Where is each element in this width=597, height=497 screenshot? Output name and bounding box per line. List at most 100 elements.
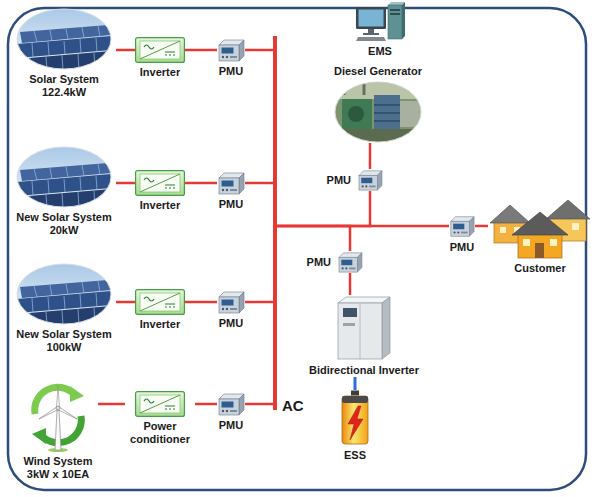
- customer-houses: Customer: [488, 197, 592, 275]
- node-label: Power conditioner: [125, 420, 195, 446]
- customer-houses-icon: [488, 197, 592, 259]
- power-line: [354, 377, 357, 390]
- pmu-device: PMU: [217, 38, 245, 78]
- ess-battery: ESS: [340, 390, 370, 462]
- node-label: PMU: [219, 419, 243, 432]
- system-outline: [8, 8, 586, 490]
- node-label: New Solar System 20kW: [12, 211, 116, 237]
- pmu-device: PMU: [217, 290, 245, 330]
- ems-computer-icon: [354, 2, 406, 42]
- solar-array-picture: [16, 8, 112, 70]
- ess-battery-picture: [340, 390, 370, 446]
- node-label: New Solar System 100kW: [12, 328, 116, 354]
- power-line: [245, 49, 273, 52]
- ems-computer: EMS: [354, 2, 406, 58]
- node-label: PMU: [219, 65, 243, 78]
- pmu-device: PMU: [449, 214, 475, 254]
- pmu-device-icon: [217, 38, 245, 62]
- ems-computer-picture: [354, 2, 406, 42]
- power-line: [277, 226, 350, 251]
- power-line: [475, 225, 488, 228]
- wind-turbine: Wind System 3kW x 10EA: [18, 380, 98, 481]
- node-label: PMU: [327, 174, 351, 187]
- pmu-device-icon: [357, 169, 383, 191]
- node-label: PMU: [219, 317, 243, 330]
- power-line: [98, 403, 125, 406]
- inverter-unit-picture: [135, 37, 185, 63]
- pmu-device-icon: [217, 171, 245, 195]
- node-label: Customer: [514, 262, 565, 275]
- pmu-device-picture: [217, 290, 245, 314]
- wind-turbine-picture: [28, 380, 88, 452]
- power-line: [277, 225, 449, 228]
- inverter-unit-icon: [135, 37, 185, 63]
- power-line: [185, 301, 217, 304]
- node-label: AC: [282, 399, 304, 412]
- node-label: ESS: [344, 449, 366, 462]
- power-conditioner: Power conditioner: [125, 391, 195, 446]
- power-line: [369, 143, 372, 169]
- diesel-generator: Diesel Generator: [334, 65, 422, 143]
- pmu-device-picture: [357, 169, 383, 191]
- inverter-unit: Inverter: [135, 37, 185, 79]
- power-line: [195, 403, 217, 406]
- node-label: Solar System 122.4kW: [12, 73, 116, 99]
- pmu-device: PMU: [327, 169, 383, 191]
- pmu-device-icon: [337, 251, 363, 273]
- wind-turbine-icon: [28, 380, 88, 452]
- bidirectional-inverter-picture: [336, 295, 392, 361]
- power-line: [185, 182, 217, 185]
- solar-array-icon: [16, 263, 112, 325]
- pmu-device-icon: [449, 214, 475, 238]
- pmu-device-picture: [217, 38, 245, 62]
- ac-bus: AC: [273, 36, 277, 410]
- solar-array: New Solar System 20kW: [12, 146, 116, 237]
- inverter-unit-picture: [135, 170, 185, 196]
- power-line: [277, 191, 370, 226]
- inverter-unit: Inverter: [135, 170, 185, 212]
- pmu-device-picture: [449, 214, 475, 238]
- diesel-generator-picture: [334, 81, 422, 143]
- pmu-device-icon: [217, 392, 245, 416]
- power-line: [185, 49, 217, 52]
- solar-array-icon: [16, 146, 112, 208]
- node-label: Inverter: [140, 199, 180, 212]
- bidirectional-inverter: Bidirectional Inverter: [309, 295, 419, 377]
- pmu-device-icon: [217, 290, 245, 314]
- power-line: [245, 301, 273, 304]
- node-label: PMU: [450, 241, 474, 254]
- node-label: PMU: [307, 256, 331, 269]
- power-line: [116, 49, 135, 52]
- inverter-unit-icon: [135, 170, 185, 196]
- power-line: [349, 273, 352, 295]
- solar-array: Solar System 122.4kW: [12, 8, 116, 99]
- node-label: Bidirectional Inverter: [309, 364, 419, 377]
- power-line: [116, 182, 135, 185]
- power-line: [245, 182, 273, 185]
- power-line: [245, 403, 273, 406]
- bidirectional-inverter-icon: [336, 295, 392, 361]
- pmu-device-picture: [337, 251, 363, 273]
- inverter-unit-picture: [135, 289, 185, 315]
- power-conditioner-picture: [135, 391, 185, 417]
- customer-houses-picture: [488, 197, 592, 259]
- node-label: Inverter: [140, 66, 180, 79]
- ess-battery-icon: [340, 390, 370, 446]
- pmu-device-picture: [217, 171, 245, 195]
- solar-array-picture: [16, 263, 112, 325]
- node-label: EMS: [368, 45, 392, 58]
- solar-array-picture: [16, 146, 112, 208]
- inverter-unit: Inverter: [135, 289, 185, 331]
- node-label: PMU: [219, 198, 243, 211]
- solar-array: New Solar System 100kW: [12, 263, 116, 354]
- solar-array-icon: [16, 8, 112, 70]
- inverter-unit-icon: [135, 289, 185, 315]
- node-label: Diesel Generator: [334, 65, 422, 78]
- power-conditioner-icon: [135, 391, 185, 417]
- node-label: Wind System 3kW x 10EA: [18, 455, 98, 481]
- pmu-device: PMU: [217, 392, 245, 432]
- power-line: [116, 301, 135, 304]
- pmu-device: PMU: [217, 171, 245, 211]
- pmu-device-picture: [217, 392, 245, 416]
- pmu-device: PMU: [307, 251, 363, 273]
